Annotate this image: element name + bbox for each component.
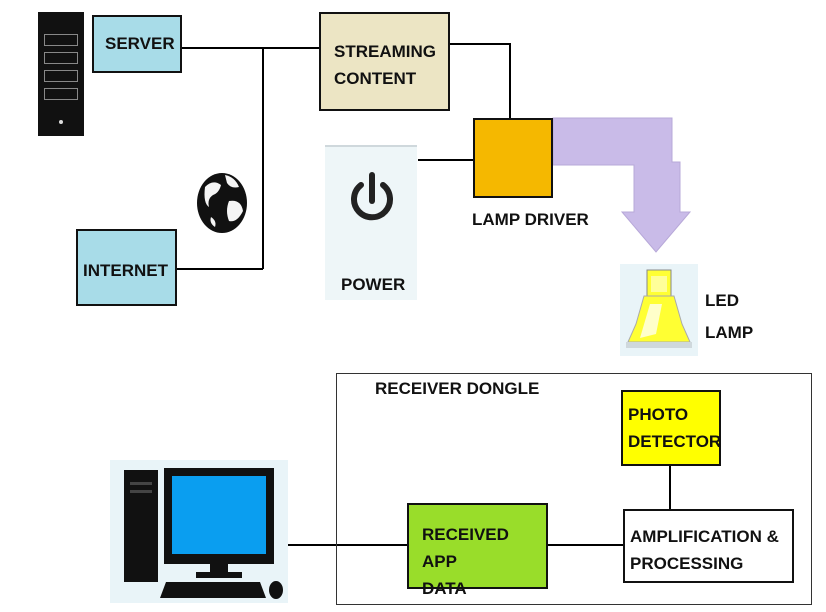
streaming-label-line2: CONTENT	[334, 69, 417, 89]
led-lamp-icon	[620, 264, 698, 356]
photo-label-line2: DETECTOR	[628, 432, 722, 452]
lamp-driver-box	[473, 118, 553, 198]
receiver-dongle-box	[336, 373, 812, 605]
lamp-driver-label: LAMP DRIVER	[472, 210, 589, 229]
receiver-dongle-label: RECEIVER DONGLE	[375, 379, 540, 398]
server-tower-icon	[38, 12, 84, 136]
streaming-label-line1: STREAMING	[334, 42, 436, 61]
led-label-line1: LED	[705, 291, 739, 310]
photo-label-line1: PHOTO	[628, 405, 689, 424]
power-label: POWER	[341, 275, 406, 294]
photo-detector-box: PHOTO DETECTOR	[621, 390, 721, 466]
streaming-content-box: STREAMING CONTENT	[319, 12, 450, 111]
lamp-arrow	[552, 117, 692, 253]
power-icon	[351, 172, 393, 221]
server-label: SERVER	[105, 34, 175, 53]
led-label-line2: LAMP	[705, 323, 754, 342]
received-label-line2: DATA	[422, 579, 467, 599]
desktop-computer-icon	[110, 460, 288, 603]
power-panel: POWER	[325, 145, 417, 300]
received-label-line1: RECEIVED APP	[422, 525, 509, 572]
internet-box: INTERNET	[76, 229, 177, 306]
internet-label: INTERNET	[83, 261, 168, 280]
received-app-data-box: RECEIVED APP DATA	[407, 503, 548, 598]
server-box: SERVER	[92, 15, 182, 73]
amp-label-line1: AMPLIFICATION &	[630, 527, 779, 546]
globe-icon	[197, 173, 247, 233]
amp-label-line2: PROCESSING	[630, 554, 744, 574]
amplification-box: AMPLIFICATION & PROCESSING	[623, 509, 794, 583]
